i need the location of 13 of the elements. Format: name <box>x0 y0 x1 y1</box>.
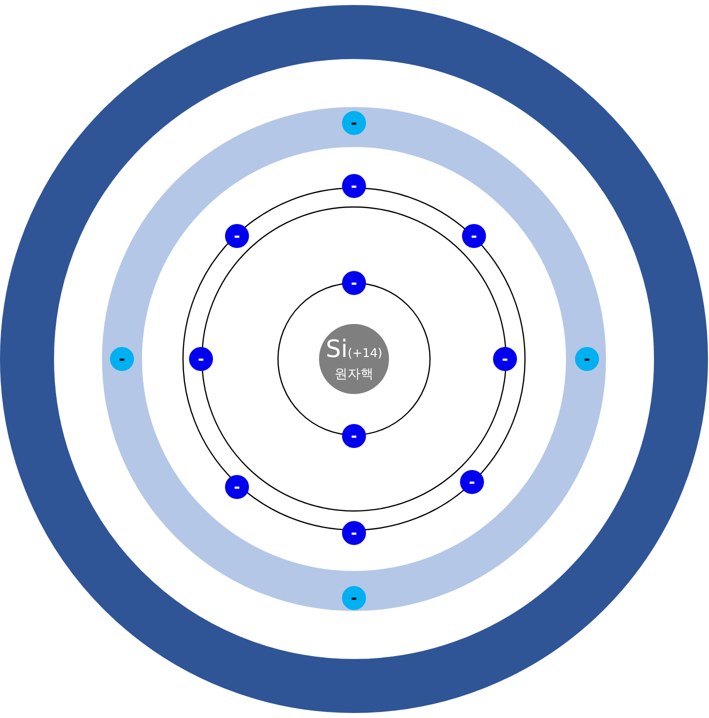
electron: - <box>342 174 366 198</box>
electron: - <box>460 470 484 494</box>
electron: - <box>189 347 213 371</box>
electron: - <box>462 224 486 248</box>
electron: - <box>342 521 366 545</box>
electron: - <box>342 271 366 295</box>
nucleus-label: 원자핵 <box>334 367 374 382</box>
charge-label: (+14) <box>348 346 382 360</box>
electron: - <box>225 475 249 499</box>
electron: - <box>342 424 366 448</box>
electron: - <box>493 347 517 371</box>
element-symbol: Si <box>326 335 348 363</box>
electron: - <box>225 224 249 248</box>
